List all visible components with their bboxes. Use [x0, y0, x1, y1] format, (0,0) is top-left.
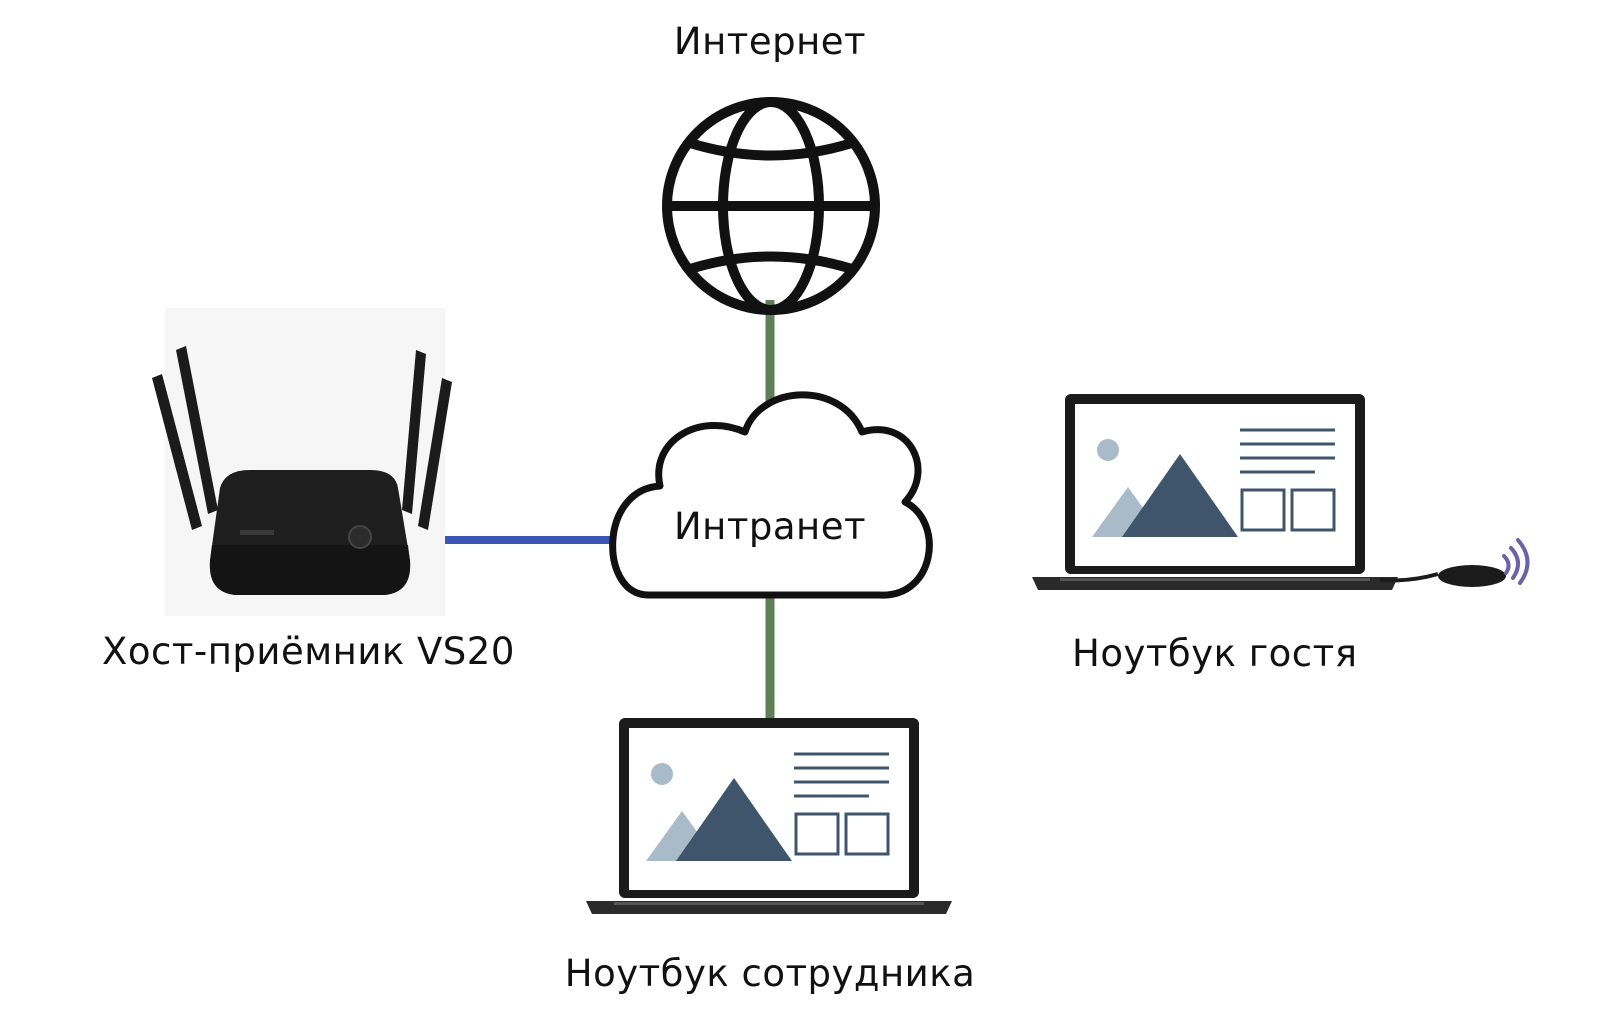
wireless-dongle-icon — [1379, 538, 1530, 587]
guest-laptop-label: Ноутбук гостя — [1072, 632, 1358, 675]
employee-laptop-icon — [584, 716, 954, 916]
host-receiver-label: Хост-приёмник VS20 — [102, 630, 515, 673]
cloud-icon — [609, 391, 933, 599]
router-icon — [152, 308, 452, 616]
guest-laptop-icon — [1030, 392, 1400, 592]
globe-icon — [662, 97, 880, 315]
intranet-label: Интранет — [673, 505, 867, 548]
internet-label: Интернет — [673, 20, 867, 63]
employee-laptop-label: Ноутбук сотрудника — [564, 952, 976, 995]
